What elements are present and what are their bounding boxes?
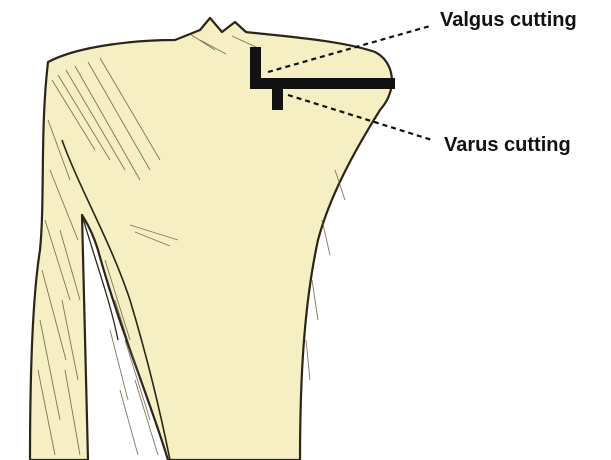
valgus-cutting-label: Valgus cutting <box>440 10 577 30</box>
varus-cut-vertical <box>272 78 283 110</box>
varus-cutting-label: Varus cutting <box>444 135 571 155</box>
cut-horizontal-bar <box>250 78 395 89</box>
